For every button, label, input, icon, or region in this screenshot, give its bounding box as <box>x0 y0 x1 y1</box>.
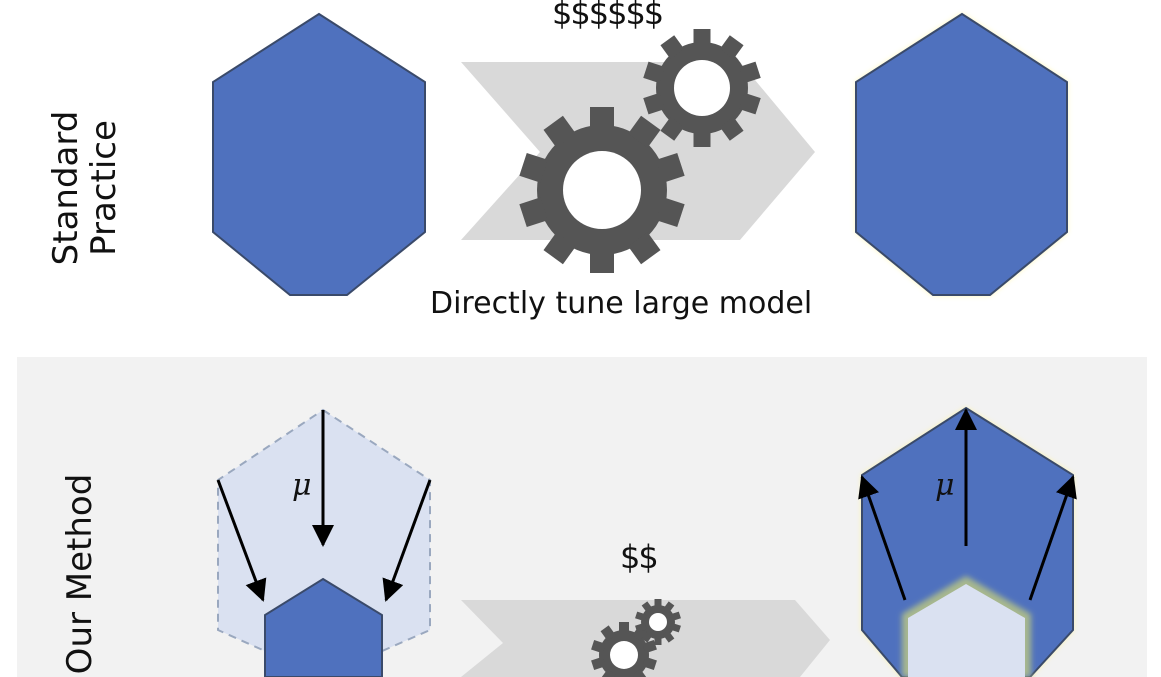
gear-tooth <box>719 35 744 60</box>
cost-low: $$ <box>620 538 659 576</box>
gear-tooth <box>600 625 616 641</box>
gear-tooth <box>643 92 665 115</box>
expand-arrow-right-icon <box>1028 475 1077 601</box>
caption-directly-tune: Directly tune large model <box>430 286 813 321</box>
gear-tooth <box>656 152 685 183</box>
gear-tooth <box>669 622 681 633</box>
shrink-arrow-right-icon <box>382 479 432 602</box>
gear-tooth <box>635 622 647 633</box>
gear-tooth <box>590 251 614 273</box>
cost-high: $$$$$$ <box>552 0 664 32</box>
gear-tooth <box>643 61 665 84</box>
gear-tooth <box>660 35 685 60</box>
gear-tooth <box>656 197 685 228</box>
small-model-hexagon-icon <box>264 577 383 677</box>
gear-tooth <box>739 92 761 115</box>
row-label-standard-practice: Standard Practice <box>46 68 124 308</box>
row-label-line2: Practice <box>84 120 124 256</box>
mu-symbol-input: μ <box>292 468 312 503</box>
gear-tooth <box>642 656 657 670</box>
gear-tooth <box>739 61 761 84</box>
inner-small-model-hexagon-icon <box>908 584 1025 677</box>
expand-arrow-left-icon <box>858 475 907 601</box>
gear-tooth <box>669 611 681 622</box>
gear-tooth <box>635 611 647 622</box>
gear-small-icon <box>643 29 761 147</box>
gear-tooth <box>543 115 576 148</box>
gear-tooth <box>662 601 675 614</box>
gear-tooth <box>662 630 675 643</box>
gear-tooth <box>590 107 614 129</box>
row-label-our-method: Our Method <box>60 473 100 675</box>
gear-tooth <box>654 599 662 609</box>
gear-tooth <box>642 640 657 654</box>
gear-tooth <box>591 656 606 670</box>
gear-tooth <box>619 622 629 634</box>
shrink-arrow-left-icon <box>216 479 267 602</box>
gear-tooth <box>641 601 654 614</box>
gear-tooth <box>719 116 744 141</box>
input-large-model-hexagon-icon <box>212 12 426 296</box>
row-label-line1: Standard <box>46 110 86 266</box>
gear-tooth <box>543 232 576 265</box>
gear-tooth <box>693 130 711 147</box>
mu-symbol-output: μ <box>935 468 955 503</box>
gear-tooth <box>660 116 685 141</box>
output-tuned-large-model-hexagon-icon <box>855 12 1068 296</box>
gear-tooth <box>641 630 654 643</box>
gear-tooth <box>519 152 548 183</box>
gear-tooth <box>693 29 711 46</box>
gear-tooth <box>591 640 606 654</box>
gear-large-icon <box>519 107 685 273</box>
gear-tooth <box>519 197 548 228</box>
gear-tooth <box>628 115 661 148</box>
gear-small-pair-small-icon <box>635 599 681 645</box>
gear-tooth <box>628 232 661 265</box>
gear-tooth <box>654 635 662 645</box>
